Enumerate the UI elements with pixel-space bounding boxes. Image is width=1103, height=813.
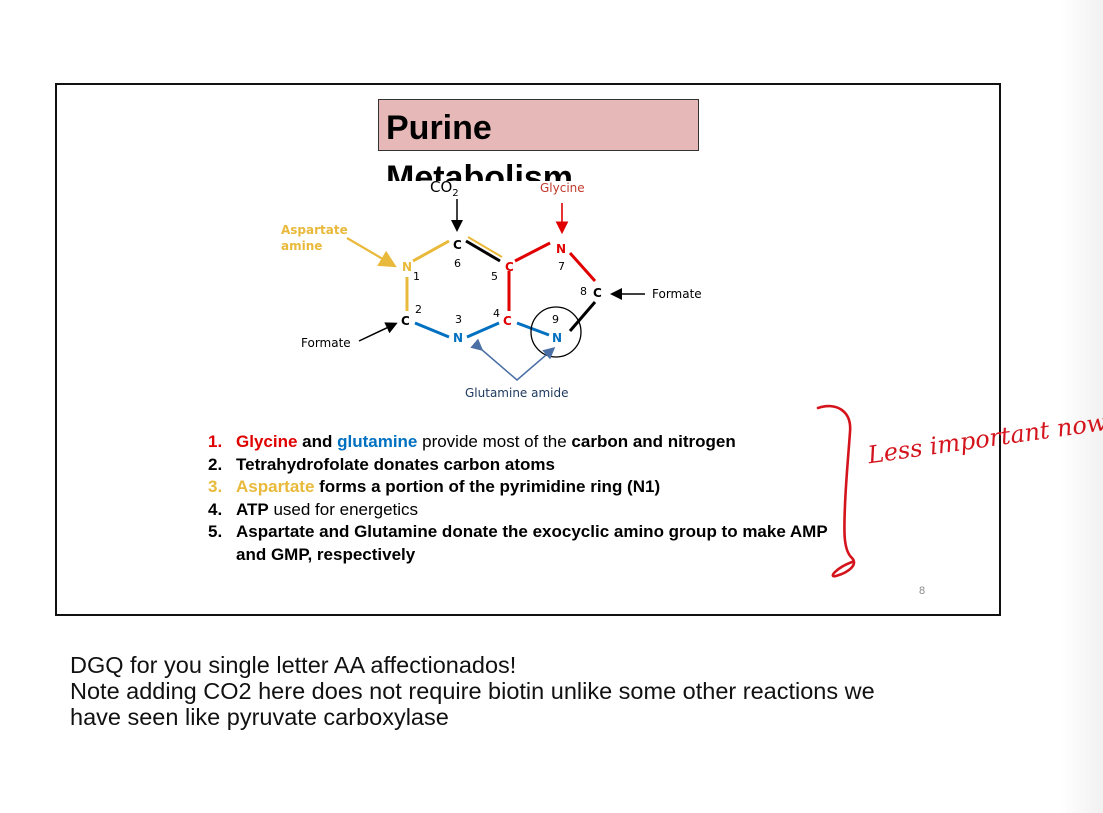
item-number: 5. bbox=[208, 522, 223, 541]
pos-6: 6 bbox=[454, 257, 461, 270]
bond-n1-c6 bbox=[412, 239, 450, 263]
note-line-3: have seen like pyruvate carboxylase bbox=[70, 704, 449, 730]
list-item: 1. Glycine and glutamine provide most of… bbox=[208, 431, 838, 454]
speaker-notes: DGQ for you single letter AA affectionad… bbox=[70, 652, 875, 730]
pos-4: 4 bbox=[493, 307, 500, 320]
bond-n9-c4 bbox=[516, 321, 550, 337]
bond-c5-n7 bbox=[514, 241, 551, 263]
aspartate-text: Aspartate bbox=[236, 477, 315, 496]
atom-c4: C bbox=[503, 314, 512, 328]
note-line-1: DGQ for you single letter AA affectionad… bbox=[70, 652, 517, 678]
atom-c6: C bbox=[453, 238, 462, 252]
glutamine-arrows bbox=[470, 338, 556, 381]
title-line-2: Metabolism bbox=[386, 159, 574, 181]
formate-right-label: Formate bbox=[652, 287, 702, 301]
glutamine-label: Glutamine amide bbox=[465, 386, 569, 400]
glycine-label: Glycine bbox=[540, 181, 585, 195]
item-number: 1. bbox=[208, 432, 223, 451]
atom-n3: N bbox=[453, 331, 463, 345]
slide-title: Purine Metabolism bbox=[378, 99, 708, 181]
pos-5: 5 bbox=[491, 270, 498, 283]
list-item: 3. Aspartate forms a portion of the pyri… bbox=[208, 476, 838, 499]
bond-c4-n3 bbox=[466, 321, 500, 339]
bond-c6-c5-yellow bbox=[467, 236, 503, 258]
bond-c8-n9 bbox=[568, 301, 597, 332]
bond-n3-c2 bbox=[414, 321, 450, 339]
aspartate-label-2: amine bbox=[281, 239, 322, 253]
title-line-1: Purine bbox=[386, 109, 492, 147]
co2-label: CO2 bbox=[430, 178, 459, 199]
bond-n7-c8 bbox=[568, 252, 597, 282]
note-line-2: Note adding CO2 here does not require bi… bbox=[70, 678, 875, 704]
key-points-list: 1. Glycine and glutamine provide most of… bbox=[208, 431, 838, 566]
pos-7: 7 bbox=[558, 260, 565, 273]
list-item: 2. Tetrahydrofolate donates carbon atoms bbox=[208, 454, 838, 477]
atom-c5: C bbox=[505, 260, 514, 274]
slide-page-number: 8 bbox=[919, 585, 926, 597]
ink-bracket bbox=[816, 404, 856, 578]
purine-ring-diagram: N C C N C N C N C 1 6 5 7 8 9 4 3 2 CO2 … bbox=[281, 178, 702, 400]
pos-8: 8 bbox=[580, 285, 587, 298]
atom-c8: C bbox=[593, 286, 602, 300]
glycine-text: Glycine bbox=[236, 432, 298, 451]
ink-text: Less important now bbox=[865, 408, 1103, 470]
atom-n7: N bbox=[556, 242, 566, 256]
pos-9: 9 bbox=[552, 313, 559, 326]
glutamine-text: glutamine bbox=[337, 432, 418, 451]
item-number: 4. bbox=[208, 499, 223, 519]
aspartate-arrow bbox=[346, 237, 397, 268]
atom-c2: C bbox=[401, 314, 410, 328]
pos-2: 2 bbox=[415, 303, 422, 316]
list-item: 5. Aspartate and Glutamine donate the ex… bbox=[208, 521, 838, 566]
item-number: 2. bbox=[208, 454, 223, 474]
formate-left-arrow bbox=[358, 322, 398, 342]
item-number: 3. bbox=[208, 477, 223, 496]
atom-n9: N bbox=[552, 331, 562, 345]
pos-1: 1 bbox=[413, 270, 420, 283]
n9-circle bbox=[530, 306, 582, 358]
pos-3: 3 bbox=[455, 313, 462, 326]
formate-left-label: Formate bbox=[301, 336, 351, 350]
aspartate-label-1: Aspartate bbox=[281, 223, 348, 237]
list-item: 4. ATP used for energetics bbox=[208, 499, 838, 522]
bond-c6-c5 bbox=[465, 239, 501, 263]
page-gutter bbox=[1060, 0, 1103, 813]
atom-n1: N bbox=[402, 260, 412, 274]
title-box bbox=[378, 99, 699, 151]
